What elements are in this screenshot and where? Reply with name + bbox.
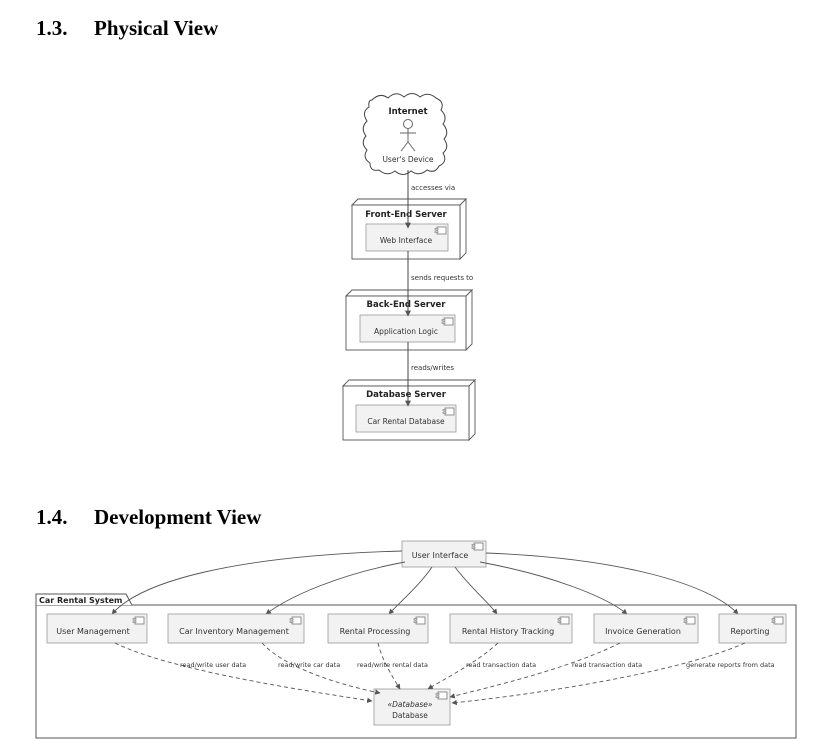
component-reporting: Reporting [718, 613, 787, 644]
node-title: Front-End Server [365, 210, 447, 220]
component-label: User Interface [412, 551, 469, 560]
component-label: Car Rental Database [367, 417, 445, 426]
component-label: User Management [56, 627, 129, 636]
user-actor-icon [400, 119, 416, 152]
edge-label: read transaction data [466, 661, 536, 669]
edge-label: read/write car data [278, 661, 340, 669]
actor-label: User's Device [382, 155, 433, 164]
node-title: Database Server [366, 390, 447, 400]
physical-view-diagram: Internet User's Device Front-End Server … [341, 93, 477, 442]
node-title: Back-End Server [367, 300, 447, 310]
node-database-server: Database Server Car Rental Database [341, 378, 477, 442]
node-front-end-server: Front-End Server Web Interface [350, 197, 468, 261]
component-label: Web Interface [380, 236, 433, 245]
component-label: Invoice Generation [605, 627, 681, 636]
edge-label: read/write rental data [357, 661, 428, 669]
component-invoice-generation: Invoice Generation [593, 613, 699, 644]
component-user-interface: User Interface [401, 540, 487, 568]
component-label: Reporting [731, 627, 770, 636]
database-label: Database [392, 711, 428, 720]
section-number: 1.4. [36, 505, 68, 529]
component-car-inventory-management: Car Inventory Management [167, 613, 305, 644]
section-number: 1.3. [36, 16, 68, 40]
cloud-label: Internet [388, 107, 427, 117]
edge-label: generate reports from data [686, 661, 775, 669]
component-user-management: User Management [46, 613, 148, 644]
package-label: Car Rental System [39, 596, 122, 605]
component-car-rental-database [355, 404, 457, 433]
database-stereotype: «Database» [387, 700, 432, 709]
ui-dependency-arrows [111, 550, 739, 615]
component-label: Rental Processing [340, 627, 411, 636]
section-title: Development View [94, 505, 262, 529]
component-label: Car Inventory Management [179, 627, 289, 636]
edge-label: accesses via [411, 184, 455, 192]
section-heading-physical-view: 1.3. Physical View [36, 16, 218, 41]
development-view-diagram: Car Rental System User Interface User Ma… [35, 540, 797, 739]
node-back-end-server: Back-End Server Application Logic [344, 288, 474, 352]
component-label: Application Logic [374, 327, 438, 336]
component-database: «Database» Database [373, 688, 451, 726]
component-rental-processing: Rental Processing [327, 613, 429, 644]
component-rental-history-tracking: Rental History Tracking [449, 613, 573, 644]
component-application-logic [359, 314, 456, 343]
edge-label: sends requests to [411, 274, 473, 282]
section-heading-development-view: 1.4. Development View [36, 505, 261, 530]
edge-label: read transaction data [572, 661, 642, 669]
component-label: Rental History Tracking [462, 627, 554, 636]
edge-label: read/write user data [180, 661, 246, 669]
database-dependency-arrows [114, 642, 746, 706]
internet-cloud: Internet User's Device [362, 93, 448, 175]
section-title: Physical View [94, 16, 219, 40]
edge-label: reads/writes [411, 364, 454, 372]
